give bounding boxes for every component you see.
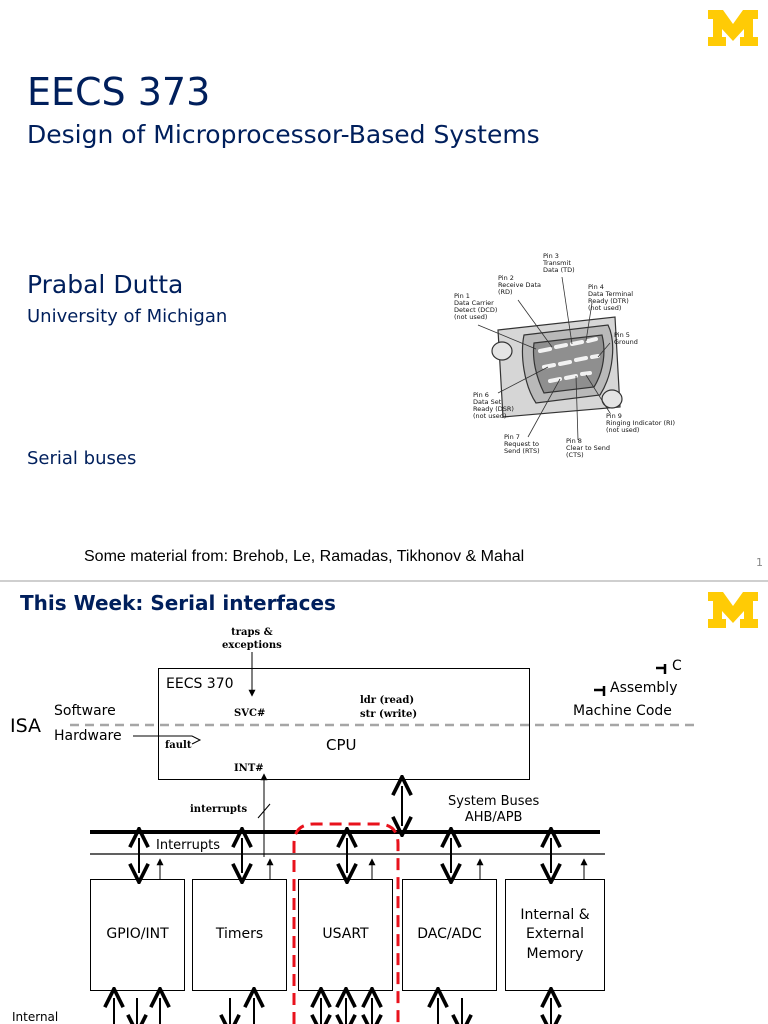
course-code: EECS 373 [27,70,211,114]
course-title: Design of Microprocessor-Based Systems [27,120,540,149]
fault-label: fault [165,740,192,751]
michigan-block-m-logo [708,592,758,628]
affiliation: University of Michigan [27,306,228,327]
svc-label: SVC# [234,708,266,719]
system-diagram [70,652,695,1024]
eecs370-label: EECS 370 [166,676,234,692]
software-label: Software [54,703,116,719]
topic: Serial buses [27,448,137,469]
system-buses-label: System Buses AHB/APB [448,794,540,825]
dac-adc-block: DAC/ADC [402,879,497,991]
str-label: str (write) [360,709,418,720]
int-hash-label: INT# [234,763,264,774]
cpu-label: CPU [326,736,357,754]
serial-interfaces-slide: This Week: Serial interfaces GPIO/INT Ti… [0,582,768,1024]
internal-label: Internal [12,1010,59,1024]
page-number: 1 [756,556,763,569]
timers-block: Timers [192,879,287,991]
interrupts-small-label: interrupts [190,804,248,815]
title-slide: EECS 373 Design of Microprocessor-Based … [27,10,763,569]
assembly-label: Assembly [610,680,678,696]
machine-code-label: Machine Code [573,703,672,719]
isa-label: ISA [10,715,42,737]
slide-divider [0,580,768,583]
credits: Some material from: Brehob, Le, Ramadas,… [84,548,525,565]
interrupts-bus-label: Interrupts [156,838,220,853]
author-name: Prabal Dutta [27,270,184,299]
slide-title: This Week: Serial interfaces [20,591,336,615]
traps-exceptions-label: traps & exceptions [222,627,282,651]
ldr-label: ldr (read) [360,695,415,706]
c-language-label: C [672,658,682,674]
michigan-block-m-logo [708,10,758,46]
gpio-int-block: GPIO/INT [90,879,185,991]
hardware-label: Hardware [54,728,122,744]
